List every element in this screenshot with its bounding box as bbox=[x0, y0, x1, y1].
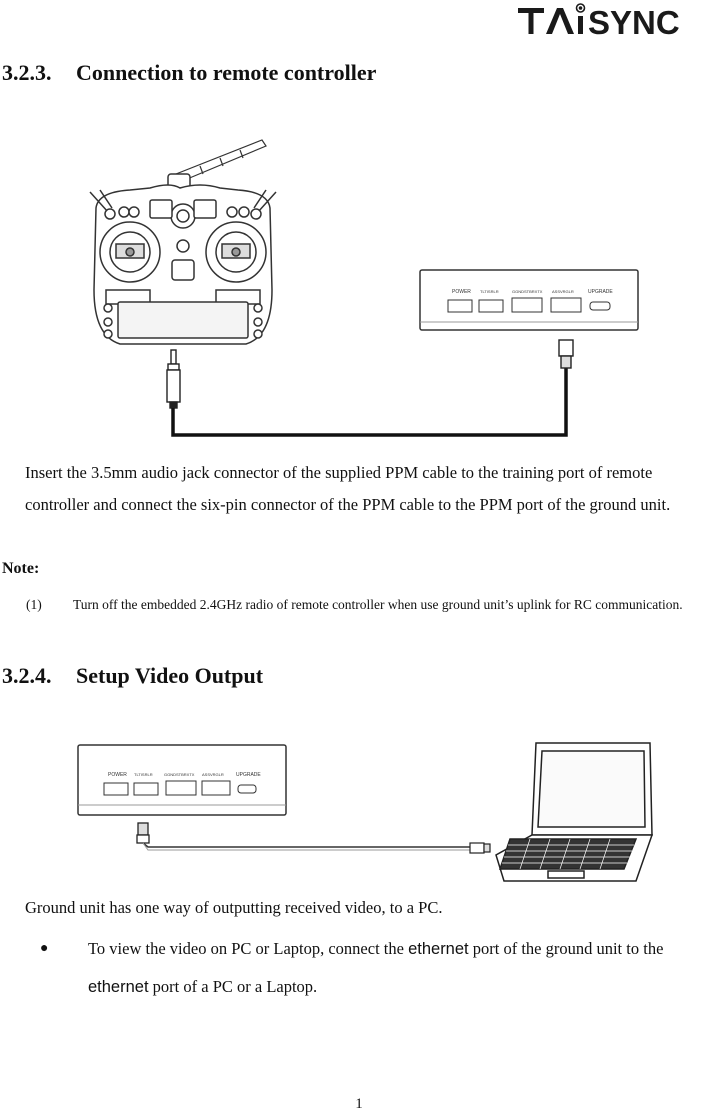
port-label-4: ASSVRGLR bbox=[202, 772, 224, 777]
section-number: 3.2.4. bbox=[2, 663, 52, 688]
note-text: Turn off the embedded 2.4GHz radio of re… bbox=[73, 597, 683, 612]
video-output-figure: POWER TLTISRLR GGNDSTBRXTX ASSVRGLR UPGR… bbox=[77, 742, 654, 882]
ground-unit-icon: POWER TLTISRLR GGNDSTBRXTX ASSVRGLR UPGR… bbox=[419, 269, 639, 331]
brand-logo: SYNC bbox=[512, 0, 712, 41]
bullet-text-part: port of a PC or a Laptop. bbox=[148, 977, 318, 996]
port-label-power: POWER bbox=[108, 772, 127, 778]
section-number: 3.2.3. bbox=[2, 60, 52, 85]
taisync-logo-graphic: SYNC bbox=[518, 3, 680, 41]
bullet-text: To view the video on PC or Laptop, conne… bbox=[88, 930, 718, 1006]
port-label-2: TLTISRLR bbox=[480, 289, 499, 294]
port-label-2: TLTISRLR bbox=[134, 772, 153, 777]
note-index: (1) bbox=[26, 597, 42, 612]
port-label-upgrade: UPGRADE bbox=[588, 289, 613, 295]
laptop-icon bbox=[495, 742, 654, 882]
section-title: Setup Video Output bbox=[76, 663, 264, 688]
remote-controller-icon bbox=[89, 173, 277, 345]
ground-unit-icon: POWER TLTISRLR GGNDSTBRXTX ASSVRGLR UPGR… bbox=[77, 744, 287, 816]
audio-jack-icon bbox=[166, 349, 181, 409]
port-label-power: POWER bbox=[452, 289, 471, 295]
port-label-upgrade: UPGRADE bbox=[236, 772, 261, 778]
connection-instructions: Insert the 3.5mm audio jack connector of… bbox=[25, 463, 671, 514]
section-heading-video-output: 3.2.4. Setup Video Output bbox=[2, 663, 263, 689]
section-title: Connection to remote controller bbox=[76, 60, 377, 85]
port-label-4: ASSVRGLR bbox=[552, 289, 574, 294]
note-label: Note: bbox=[2, 560, 40, 577]
page-number: 1 bbox=[355, 1096, 363, 1112]
video-output-intro: Ground unit has one way of outputting re… bbox=[25, 898, 443, 917]
ethernet-term: ethernet bbox=[408, 940, 469, 958]
bullet-icon: ● bbox=[40, 941, 49, 956]
ethernet-cable bbox=[142, 842, 470, 848]
port-label-3: GGNDSTBRXTX bbox=[512, 289, 543, 294]
ppm-cable bbox=[171, 368, 568, 437]
logo-wordmark: SYNC bbox=[588, 4, 680, 40]
ethernet-plug-icon bbox=[136, 822, 150, 844]
ethernet-plug-icon bbox=[469, 842, 491, 854]
bullet-text-part: To view the video on PC or Laptop, conne… bbox=[88, 939, 409, 958]
remote-controller-connection-figure: POWER TLTISRLR GGNDSTBRXTX ASSVRGLR UPGR… bbox=[89, 139, 639, 437]
six-pin-connector-icon bbox=[558, 339, 574, 369]
port-label-3: GGNDSTBRXTX bbox=[164, 772, 195, 777]
bullet-text-part: port of the ground unit to the bbox=[468, 939, 664, 958]
section-heading-remote-controller: 3.2.3. Connection to remote controller bbox=[2, 60, 376, 86]
ethernet-term: ethernet bbox=[88, 978, 149, 996]
